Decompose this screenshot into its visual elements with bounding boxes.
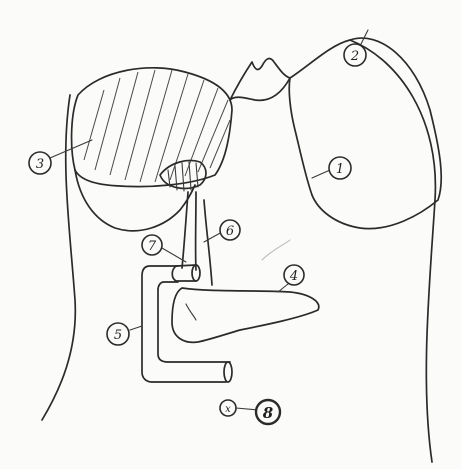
callout-6: 6 bbox=[220, 220, 240, 240]
organ-2-outline bbox=[290, 38, 441, 229]
callout-2-label: 2 bbox=[350, 49, 359, 64]
callout-7: 7 bbox=[142, 235, 162, 255]
leader-5 bbox=[130, 326, 142, 330]
organ-4-fold bbox=[186, 304, 196, 320]
callout-8: 8 bbox=[256, 400, 280, 424]
organ-5-inner bbox=[158, 282, 230, 362]
central-crest bbox=[230, 59, 290, 100]
leader-1 bbox=[312, 170, 330, 178]
duct-6 bbox=[204, 200, 212, 285]
callout-4: 4 bbox=[284, 265, 304, 285]
callout-5-label: 5 bbox=[114, 328, 122, 343]
callout-5: 5 bbox=[107, 323, 129, 345]
callout-7-label: 7 bbox=[148, 239, 157, 254]
organ-4-outline bbox=[172, 288, 319, 342]
callout-3: 3 bbox=[29, 152, 51, 174]
central-crest-base bbox=[230, 78, 290, 100]
organ-1-outline bbox=[289, 78, 312, 195]
callout-1-label: 1 bbox=[336, 162, 344, 177]
callout-4-label: 4 bbox=[289, 269, 298, 284]
torso-left-outline bbox=[42, 95, 75, 420]
organ-5-end bbox=[224, 362, 232, 382]
pencil-mark bbox=[262, 240, 290, 260]
callout-2: 2 bbox=[344, 44, 366, 66]
organ-3-hatching bbox=[84, 70, 230, 182]
organ-3-lower bbox=[75, 170, 195, 231]
torso-right-outline bbox=[350, 40, 435, 462]
callout-1: 1 bbox=[329, 157, 351, 179]
callout-6-label: 6 bbox=[226, 224, 234, 239]
organ-5-outer bbox=[142, 266, 226, 382]
leader-8 bbox=[236, 408, 258, 410]
callout-x-label: x bbox=[225, 404, 231, 415]
callout-8-label: 8 bbox=[263, 404, 274, 422]
callout-3-label: 3 bbox=[36, 157, 44, 172]
gallbladder-sketch bbox=[160, 161, 206, 191]
callout-x: x bbox=[220, 400, 236, 416]
leader-4 bbox=[278, 284, 288, 292]
